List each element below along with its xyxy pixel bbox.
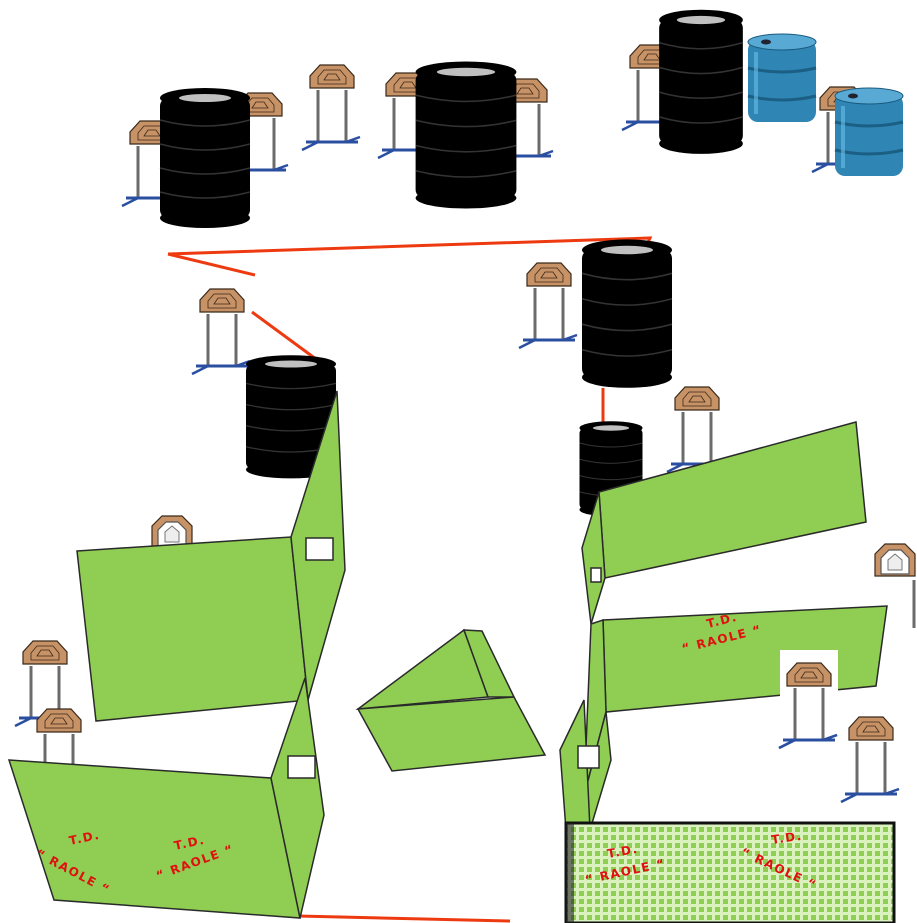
no-shoot-target-icon [151,515,916,628]
svg-text:T.D.: T.D. [68,828,102,848]
svg-text:T.D.: T.D. [173,833,207,853]
svg-text:T.D.: T.D. [770,829,803,847]
svg-text:T.D.: T.D. [606,842,639,861]
wall-panel-icon [7,390,888,919]
plaid-barricade [564,821,896,923]
tire-stack-icon [159,8,744,517]
